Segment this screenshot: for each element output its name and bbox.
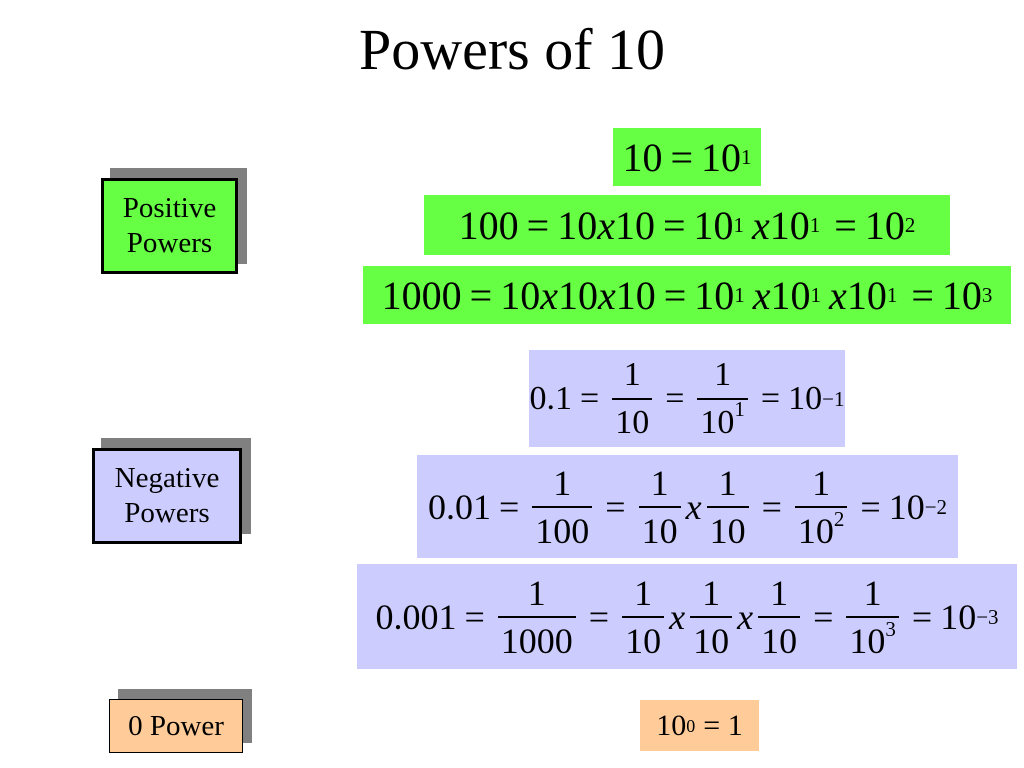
- negative-label-line2: Powers: [124, 497, 210, 529]
- positive-label-line1: Positive: [122, 192, 217, 224]
- negative-powers-label: Negative Powers: [92, 448, 242, 544]
- positive-label-line2: Powers: [126, 227, 213, 259]
- zero-label-text: 0 Power: [128, 709, 224, 742]
- page-title: Powers of 10: [358, 17, 666, 82]
- positive-powers-label: Positive Powers: [101, 178, 238, 274]
- negative-label-line1: Negative: [114, 462, 220, 494]
- zero-power-label: 0 Power: [109, 699, 243, 753]
